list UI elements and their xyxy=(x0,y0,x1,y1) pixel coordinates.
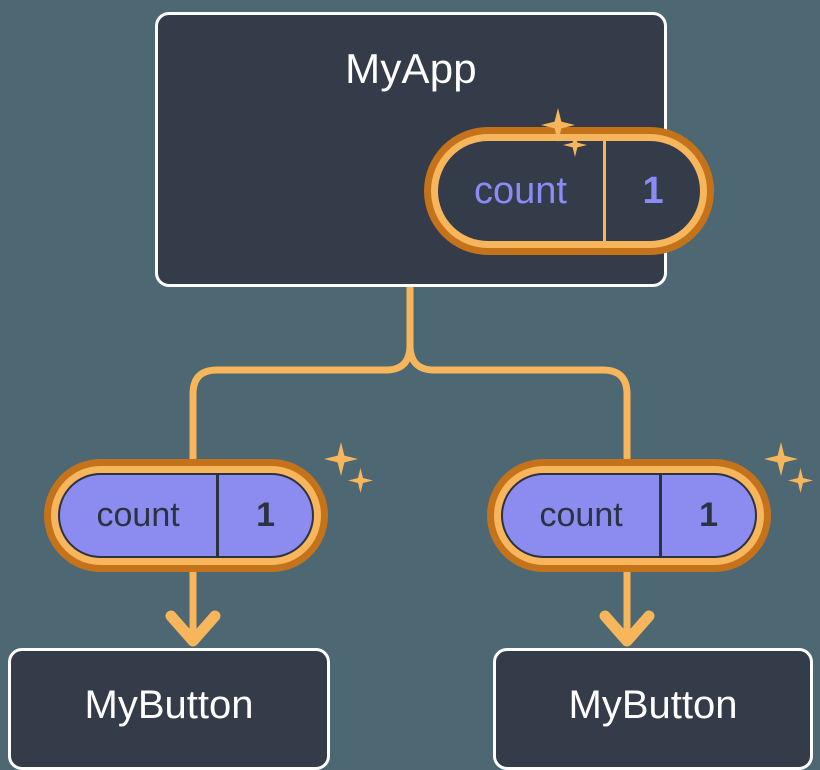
state-value-label: 1 xyxy=(699,496,719,534)
arrow-down-icon-right xyxy=(599,610,655,647)
state-pill-body: count 1 xyxy=(438,141,700,241)
state-pill-body: count 1 xyxy=(501,473,757,558)
state-key-label: count xyxy=(503,475,663,556)
page-title: MyApp xyxy=(345,45,477,92)
component-title: MyButton xyxy=(568,683,738,727)
sparkle-small-icon xyxy=(788,468,813,493)
branch-left-path xyxy=(189,283,414,462)
state-pill-ring: count 1 xyxy=(431,134,707,248)
state-key-label: count xyxy=(60,475,220,556)
sparkle-small-icon xyxy=(348,468,373,493)
component-title: MyButton xyxy=(84,683,254,727)
state-value-label: 1 xyxy=(642,169,664,212)
state-pill-myapp[interactable]: count 1 xyxy=(424,127,714,255)
component-card-mybutton-right[interactable]: MyButton xyxy=(493,648,813,770)
sparkle-icon xyxy=(764,442,798,476)
component-card-myapp[interactable]: MyApp count 1 xyxy=(155,12,714,287)
sparkle-icon xyxy=(324,442,358,476)
arrow-down-icon-left xyxy=(165,610,221,647)
state-pill-body: count 1 xyxy=(58,473,314,558)
state-pill-ring: count 1 xyxy=(494,466,764,565)
component-card-mybutton-left[interactable]: MyButton xyxy=(8,648,330,770)
state-key-label: count xyxy=(438,141,607,241)
state-value-label: 1 xyxy=(256,496,276,534)
branch-right-path xyxy=(406,283,631,462)
state-pill-child-left[interactable]: count 1 xyxy=(44,459,328,572)
state-pill-child-right[interactable]: count 1 xyxy=(487,459,771,572)
state-pill-ring: count 1 xyxy=(51,466,321,565)
